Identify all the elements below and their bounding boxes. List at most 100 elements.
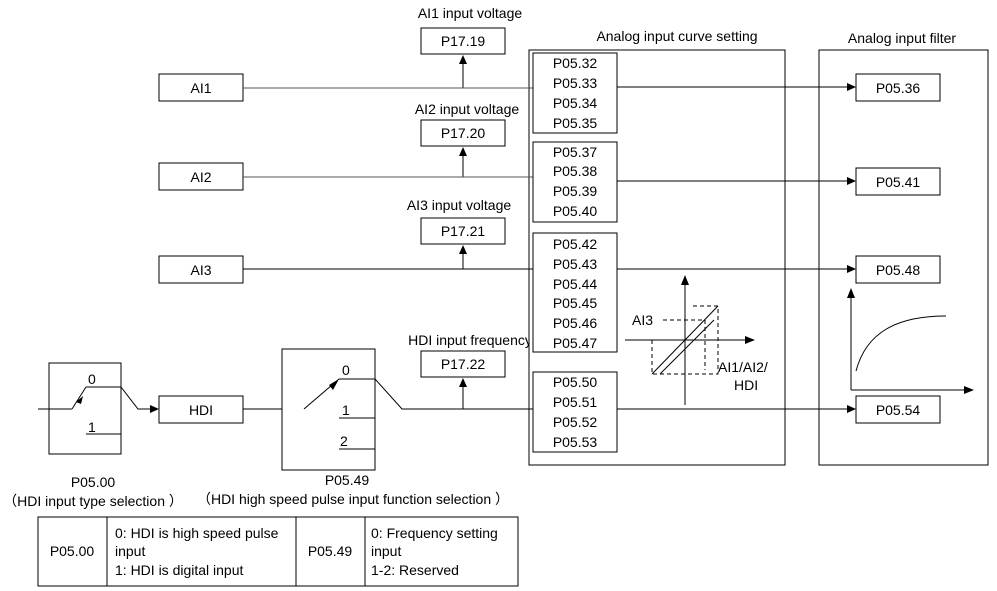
ai3-monitor-arrowhead	[459, 245, 467, 254]
hdi-function-switch-box	[281, 348, 376, 471]
hdi-type-to-hdi-arrowhead	[150, 405, 159, 413]
ai1-input-label: AI1	[190, 80, 211, 96]
ai2-curve-group-box	[532, 141, 618, 223]
ai2-to-filter-arrowhead	[847, 177, 856, 185]
hdi-curve-param-1: P05.50	[553, 374, 598, 390]
hdi-curve-group-box	[532, 371, 618, 453]
ai1-monitor-code: P17.19	[441, 33, 486, 49]
ai3-monitor-box	[420, 217, 506, 245]
legend-p0549-code: P05.49	[308, 543, 353, 559]
ai1-filter-box	[855, 73, 941, 102]
hdi-type-switch-blade	[71, 386, 87, 410]
curve-setting-title: Analog input curve setting	[596, 28, 757, 44]
hdi-monitor-arrowhead	[459, 378, 467, 387]
curve-dash-guide-2	[651, 305, 719, 375]
hdi-type-switch: 0 1	[38, 362, 159, 455]
hdi-filter-code: P05.54	[876, 402, 921, 418]
ai2-filter-box	[855, 167, 941, 196]
ai3-curve-param-5: P05.46	[553, 315, 598, 331]
ai3-curve-param-1: P05.42	[553, 236, 598, 252]
legend-p0500-code: P05.00	[50, 543, 95, 559]
ai3-input-box	[158, 255, 244, 284]
ai2-voltage-label: AI2 input voltage	[415, 101, 520, 117]
filter-graph-x-arrowhead	[964, 386, 974, 394]
p0549-switch-param: P05.49	[325, 472, 370, 488]
ai1-monitor-box	[420, 27, 506, 55]
ai2-input-label: AI2	[190, 169, 211, 185]
legend-p0549-line-1: 0: Frequency setting	[371, 525, 498, 541]
ai3-filter-code: P05.48	[876, 262, 921, 278]
hdi-type-switch-blade-tip	[76, 396, 83, 404]
ai1-to-filter-arrowhead	[847, 83, 856, 91]
ai3-filter-box	[855, 255, 941, 284]
hdi-frequency-label: HDI input frequency	[408, 332, 532, 348]
ai2-filter-code: P05.41	[876, 174, 921, 190]
legend-p0500-line-2: input	[115, 543, 145, 559]
curve-graph-x-label: AI3	[632, 312, 653, 328]
legend-p0549-line-3: 1-2: Reserved	[371, 562, 459, 578]
ai1-monitor-arrowhead	[459, 55, 467, 64]
curve-mapping-graph: AI3 AI1/AI2/ HDI	[625, 275, 768, 405]
ai3-curve-param-2: P05.43	[553, 256, 598, 272]
curve-graph-x-arrowhead	[745, 336, 755, 344]
ai1-curve-param-2: P05.33	[553, 75, 598, 91]
hdi-function-switch-blade-tip	[329, 379, 339, 390]
curve-graph-y-label-2: HDI	[734, 377, 758, 393]
ai3-curve-param-4: P05.45	[553, 295, 598, 311]
ai1-curve-param-4: P05.35	[553, 115, 598, 131]
hdi-function-pos2-label: 2	[340, 433, 348, 449]
hdi-curve-param-4: P05.53	[553, 434, 598, 450]
ai3-curve-param-3: P05.44	[553, 276, 598, 292]
filter-response-graph	[847, 288, 974, 394]
hdi-input-label: HDI	[189, 402, 213, 418]
ai1-curve-group-box	[532, 52, 618, 134]
ai2-monitor-code: P17.20	[441, 125, 486, 141]
p0500-switch-desc: （HDI input type selection ）	[3, 493, 183, 509]
ai2-monitor-arrowhead	[459, 147, 467, 156]
hdi-curve-param-3: P05.52	[553, 414, 598, 430]
hdi-monitor-code: P17.22	[441, 356, 486, 372]
hdi-to-filter-arrowhead	[847, 405, 856, 413]
hdi-curve-param-2: P05.51	[553, 394, 598, 410]
filter-response-curve	[855, 315, 947, 372]
p0549-switch-desc: （HDI high speed pulse input function sel…	[197, 491, 509, 507]
curve-line-1	[651, 305, 719, 375]
filter-graph-y-arrowhead	[847, 288, 855, 298]
ai3-curve-group-box	[532, 232, 618, 353]
hdi-monitor-box	[420, 350, 506, 378]
hdi-type-to-hdi-line	[120, 386, 152, 410]
hdi-input-box	[158, 395, 244, 424]
input-filter-title: Analog input filter	[848, 30, 957, 46]
hdi-function-pos0-label: 0	[342, 362, 350, 378]
curve-dash-guide-1	[663, 319, 706, 370]
hdi-function-pos1-label: 1	[342, 402, 350, 418]
ai3-monitor-code: P17.21	[441, 223, 486, 239]
ai2-curve-param-4: P05.40	[553, 203, 598, 219]
p0500-switch-param: P05.00	[71, 474, 116, 490]
ai2-monitor-box	[420, 119, 506, 147]
hdi-type-switch-pos0-label: 0	[88, 371, 96, 387]
legend-table: P05.00 0: HDI is high speed pulse input …	[37, 516, 519, 587]
hdi-type-switch-pos1-label: 1	[88, 419, 96, 435]
legend-p0549-line-2: input	[371, 543, 401, 559]
ai1-voltage-label: AI1 input voltage	[418, 5, 523, 21]
curve-graph-y-arrowhead	[681, 275, 689, 285]
ai3-curve-param-6: P05.47	[553, 335, 598, 351]
ai2-curve-param-2: P05.38	[553, 163, 598, 179]
ai1-curve-param-3: P05.34	[553, 95, 598, 111]
hdi-function-switch: 0 1 2	[243, 348, 533, 471]
ai2-curve-param-1: P05.37	[553, 144, 598, 160]
ai3-input-label: AI3	[190, 262, 211, 278]
legend-p0500-line-1: 0: HDI is high speed pulse	[115, 525, 279, 541]
ai3-to-filter-arrowhead	[847, 265, 856, 273]
legend-table-border	[37, 516, 519, 587]
ai1-filter-code: P05.36	[876, 80, 921, 96]
ai3-voltage-label: AI3 input voltage	[407, 197, 512, 213]
hdi-filter-box	[855, 395, 941, 424]
legend-p0500-line-3: 1: HDI is digital input	[115, 562, 244, 578]
curve-graph-y-label-1: AI1/AI2/	[718, 359, 768, 375]
ai2-curve-param-3: P05.39	[553, 183, 598, 199]
hdi-function-to-curve-line	[374, 378, 533, 410]
